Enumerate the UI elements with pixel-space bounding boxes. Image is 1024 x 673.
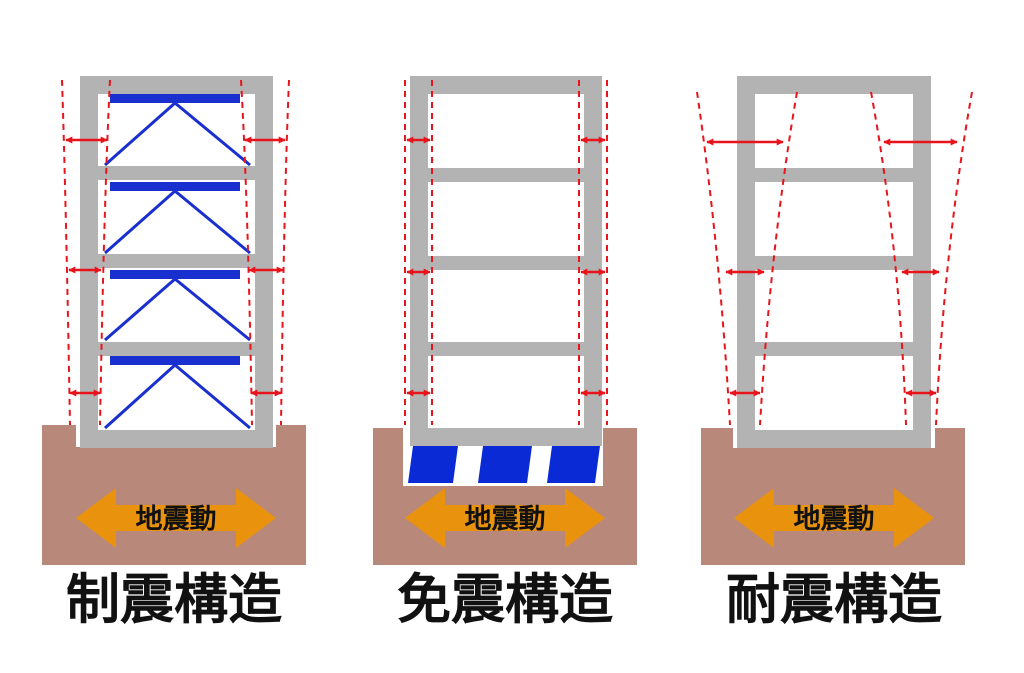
building-frame [737,76,931,448]
damper-braces [103,94,251,430]
ground-motion-arrow: 地震動 [734,488,934,548]
ground-block [42,425,306,565]
damper-beam [110,356,240,365]
panel-damped-structure: 地震動 制震構造 [42,76,306,631]
ground-motion-label: 地震動 [465,504,546,535]
deformation-lines [696,91,973,426]
panel-rigid-structure: 地震動 耐震構造 [696,76,973,631]
damper-beam [110,182,240,191]
ground-motion-arrow: 地震動 [76,488,276,548]
building-frame [410,76,602,446]
deformation-lines [61,79,290,426]
panel-isolated-structure: 地震動 免震構造 [373,76,637,631]
ground-motion-arrow: 地震動 [405,488,605,548]
panel-caption: 制震構造 [66,568,282,631]
damper-beam [110,94,240,103]
deformation-lines [404,80,608,425]
base-isolator [408,446,603,483]
ground-motion-label: 地震動 [136,504,217,535]
ground-motion-label: 地震動 [794,504,875,535]
ground-block [701,428,965,565]
displacement-arrows [406,136,606,397]
building-frame [80,76,273,448]
panel-caption: 耐震構造 [726,568,942,631]
damper-beam [110,270,240,279]
panel-caption: 免震構造 [397,568,613,631]
displacement-arrows [706,138,958,397]
displacement-arrows [65,136,286,397]
